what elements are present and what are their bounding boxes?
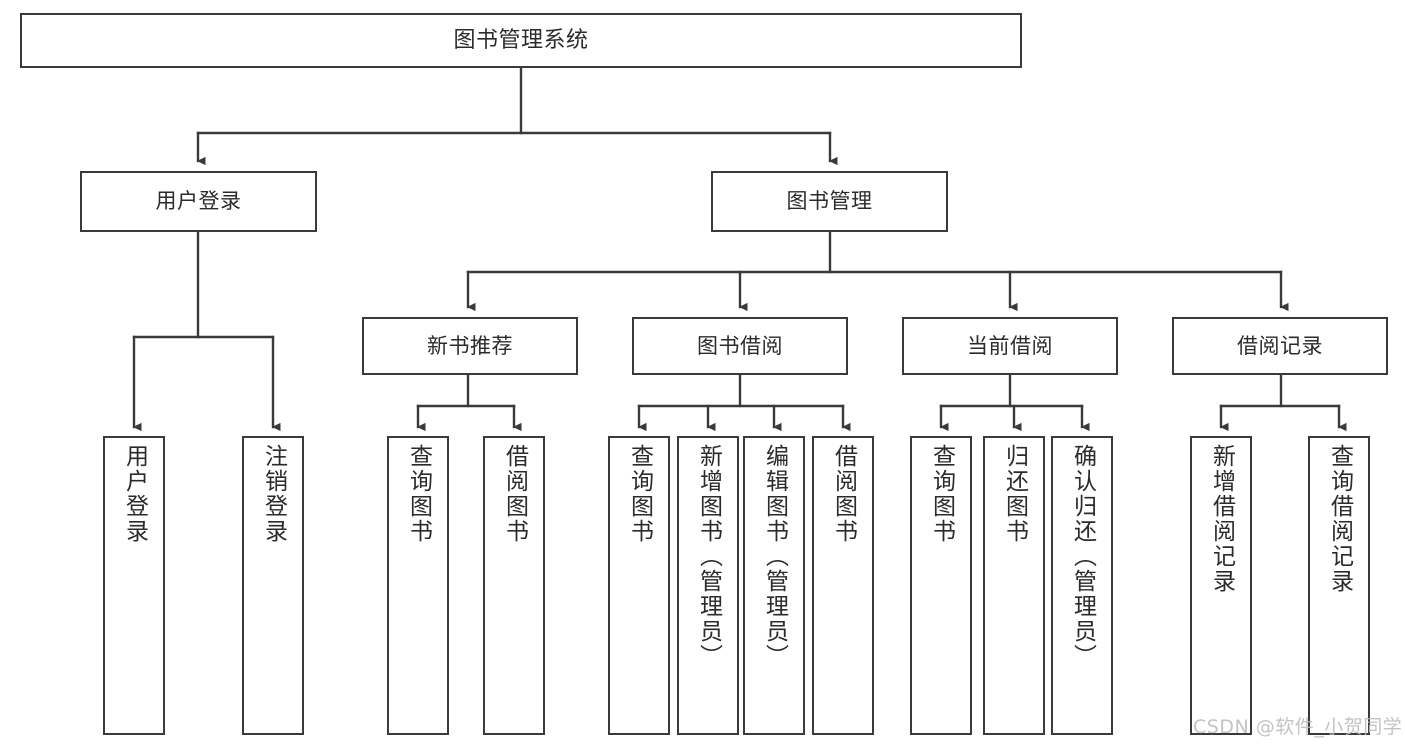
node-leaf-query-book-1[interactable]: 查询图书: [387, 436, 449, 735]
node-leaf-query-record[interactable]: 查询借阅记录: [1308, 436, 1370, 735]
node-leaf-edit-book-label: 编辑图书（管理员）: [761, 444, 788, 669]
node-book-manage[interactable]: 图书管理: [711, 171, 948, 232]
csdn-watermark: CSDN @软件_小贺同学: [1193, 716, 1403, 738]
node-leaf-confirm-return[interactable]: 确认归还（管理员）: [1051, 436, 1113, 735]
node-current-borrow-label: 当前借阅: [967, 333, 1053, 358]
node-book-borrow[interactable]: 图书借阅: [632, 317, 848, 375]
node-leaf-query-record-label: 查询借阅记录: [1326, 444, 1353, 594]
node-borrow-record[interactable]: 借阅记录: [1172, 317, 1388, 375]
node-leaf-add-book[interactable]: 新增图书（管理员）: [677, 436, 739, 735]
node-root[interactable]: 图书管理系统: [20, 13, 1022, 68]
node-current-borrow[interactable]: 当前借阅: [902, 317, 1118, 375]
node-leaf-query-book-3-label: 查询图书: [928, 444, 955, 544]
node-leaf-add-record[interactable]: 新增借阅记录: [1190, 436, 1252, 735]
node-leaf-user-login[interactable]: 用户登录: [103, 436, 165, 735]
node-leaf-borrow-book-2-label: 借阅图书: [830, 444, 857, 544]
node-leaf-query-book-2[interactable]: 查询图书: [608, 436, 670, 735]
node-book-manage-label: 图书管理: [786, 189, 873, 214]
node-leaf-return-book-label: 归还图书: [1001, 444, 1028, 544]
node-leaf-borrow-book-2[interactable]: 借阅图书: [812, 436, 874, 735]
node-user-login[interactable]: 用户登录: [80, 171, 317, 232]
node-new-book-rec-label: 新书推荐: [427, 333, 513, 358]
node-leaf-query-book-1-label: 查询图书: [405, 444, 432, 544]
node-borrow-record-label: 借阅记录: [1237, 333, 1323, 358]
node-book-borrow-label: 图书借阅: [697, 333, 783, 358]
node-leaf-query-book-3[interactable]: 查询图书: [910, 436, 972, 735]
node-leaf-borrow-book-1-label: 借阅图书: [501, 444, 528, 544]
node-leaf-confirm-return-label: 确认归还（管理员）: [1069, 444, 1096, 669]
node-leaf-return-book[interactable]: 归还图书: [983, 436, 1045, 735]
node-leaf-user-logout-label: 注销登录: [260, 444, 287, 544]
node-leaf-user-login-label: 用户登录: [121, 444, 148, 544]
node-leaf-query-book-2-label: 查询图书: [626, 444, 653, 544]
node-user-login-label: 用户登录: [155, 189, 242, 214]
node-leaf-borrow-book-1[interactable]: 借阅图书: [483, 436, 545, 735]
node-leaf-add-book-label: 新增图书（管理员）: [695, 444, 722, 669]
node-leaf-add-record-label: 新增借阅记录: [1208, 444, 1235, 594]
node-leaf-edit-book[interactable]: 编辑图书（管理员）: [743, 436, 805, 735]
node-leaf-user-logout[interactable]: 注销登录: [242, 436, 304, 735]
node-root-label: 图书管理系统: [453, 27, 589, 53]
node-new-book-rec[interactable]: 新书推荐: [362, 317, 578, 375]
